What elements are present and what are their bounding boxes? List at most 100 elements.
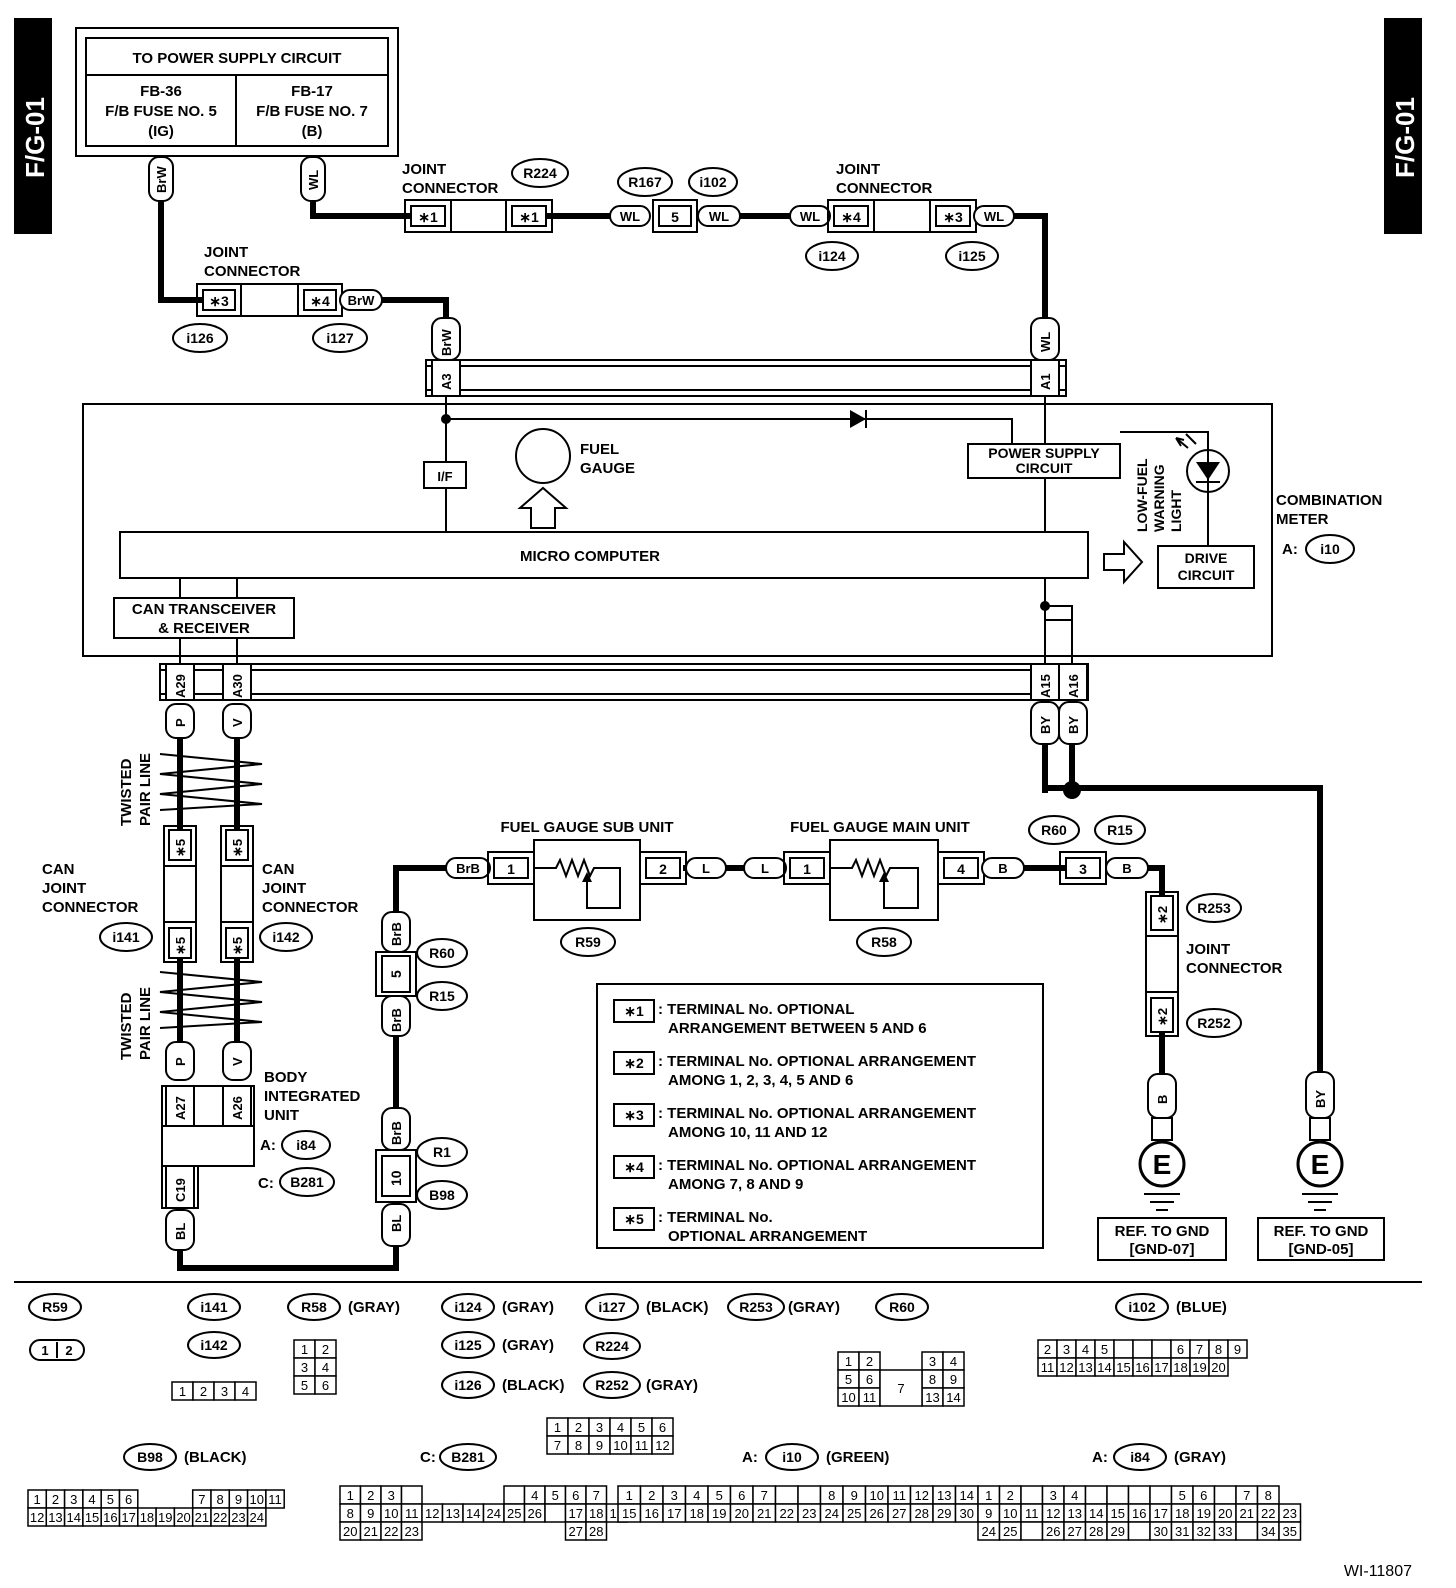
svg-text:3: 3 bbox=[1063, 1342, 1070, 1357]
svg-text:22: 22 bbox=[780, 1506, 794, 1521]
svg-text:∗3: ∗3 bbox=[209, 293, 229, 309]
svg-text:∗5: ∗5 bbox=[230, 937, 245, 955]
svg-text:∗5: ∗5 bbox=[173, 839, 188, 857]
svg-text:∗3: ∗3 bbox=[624, 1107, 644, 1123]
svg-text:11: 11 bbox=[268, 1492, 282, 1507]
svg-text:10: 10 bbox=[384, 1506, 398, 1521]
svg-text:∗2: ∗2 bbox=[624, 1055, 644, 1071]
svg-text:C:: C: bbox=[420, 1449, 436, 1466]
svg-text:: TERMINAL No. OPTIONAL ARRANG: : TERMINAL No. OPTIONAL ARRANGEMENT bbox=[658, 1105, 976, 1122]
svg-text:R224: R224 bbox=[595, 1338, 629, 1354]
svg-text:19: 19 bbox=[1192, 1360, 1206, 1375]
svg-text:R252: R252 bbox=[1197, 1015, 1231, 1031]
joint-connector-r253-r252: ∗2 ∗2 R253 JOINT CONNECTOR R252 bbox=[1145, 891, 1283, 1038]
svg-text:V: V bbox=[230, 1057, 245, 1066]
svg-text:WL: WL bbox=[306, 170, 321, 190]
svg-text:BY: BY bbox=[1313, 1090, 1328, 1108]
svg-text:17: 17 bbox=[1154, 1506, 1168, 1521]
joint-connector-i124-i125: JOINT CONNECTOR WL ∗4 ∗3 WL bbox=[789, 161, 1015, 233]
svg-text:WL: WL bbox=[1038, 332, 1053, 352]
svg-text:JOINT: JOINT bbox=[42, 880, 86, 897]
svg-text:4: 4 bbox=[322, 1360, 329, 1375]
svg-text:30: 30 bbox=[1154, 1524, 1168, 1539]
svg-text:BL: BL bbox=[173, 1223, 188, 1240]
can-joint-connector-i142: ∗5 ∗5 bbox=[220, 825, 254, 963]
svg-text:i127: i127 bbox=[326, 330, 353, 346]
svg-text:R167: R167 bbox=[628, 174, 662, 190]
fuel-gauge-main-unit: FUEL GAUGE MAIN UNIT L 1 4 B R58 bbox=[743, 819, 1025, 957]
svg-text:32: 32 bbox=[1197, 1524, 1211, 1539]
svg-text:2: 2 bbox=[367, 1488, 374, 1503]
svg-text:15: 15 bbox=[85, 1510, 99, 1525]
svg-text:i102: i102 bbox=[1128, 1299, 1155, 1315]
svg-text:∗1: ∗1 bbox=[418, 209, 438, 225]
svg-text:REF. TO GND: REF. TO GND bbox=[1115, 1223, 1210, 1240]
svg-text:[GND-07]: [GND-07] bbox=[1129, 1241, 1194, 1258]
svg-text:5: 5 bbox=[638, 1420, 645, 1435]
svg-text:2: 2 bbox=[65, 1343, 72, 1358]
svg-text:29: 29 bbox=[1111, 1524, 1125, 1539]
svg-text:9: 9 bbox=[367, 1506, 374, 1521]
svg-text:(BLUE): (BLUE) bbox=[1176, 1299, 1227, 1316]
svg-text:PAIR LINE: PAIR LINE bbox=[137, 753, 154, 826]
svg-text:4: 4 bbox=[1082, 1342, 1089, 1357]
svg-text:(GRAY): (GRAY) bbox=[502, 1337, 554, 1354]
svg-text:A:: A: bbox=[260, 1137, 276, 1154]
svg-text:R224: R224 bbox=[523, 165, 557, 181]
svg-text:35: 35 bbox=[1283, 1524, 1297, 1539]
pins-r60-mid: 7 bbox=[879, 1369, 923, 1407]
svg-text:11: 11 bbox=[635, 1438, 649, 1453]
connector-r167-i102: WL 5 WL bbox=[609, 199, 741, 233]
svg-text:20: 20 bbox=[176, 1510, 190, 1525]
svg-text:4: 4 bbox=[950, 1354, 957, 1369]
svg-text:17: 17 bbox=[667, 1506, 681, 1521]
svg-text:TWISTED: TWISTED bbox=[118, 758, 135, 826]
svg-text:i84: i84 bbox=[296, 1137, 316, 1153]
svg-text:5: 5 bbox=[671, 209, 679, 225]
svg-text:1: 1 bbox=[347, 1488, 354, 1503]
svg-text:JOINT: JOINT bbox=[402, 161, 446, 178]
svg-text:∗1: ∗1 bbox=[624, 1003, 644, 1019]
svg-text:2: 2 bbox=[866, 1354, 873, 1369]
svg-text:3: 3 bbox=[1050, 1488, 1057, 1503]
connector-i124: i124 bbox=[805, 241, 859, 271]
can-joint-label-left: CAN JOINT CONNECTOR i141 bbox=[42, 861, 153, 952]
svg-text:18: 18 bbox=[1173, 1360, 1187, 1375]
svg-text:12: 12 bbox=[30, 1510, 44, 1525]
svg-text:4: 4 bbox=[88, 1492, 95, 1507]
svg-text:A16: A16 bbox=[1066, 674, 1081, 698]
svg-text:24: 24 bbox=[487, 1506, 501, 1521]
svg-text:i125: i125 bbox=[958, 248, 985, 264]
note-5: ∗5 : TERMINAL No.OPTIONAL ARRANGEMENT bbox=[613, 1207, 867, 1245]
svg-text:10: 10 bbox=[841, 1390, 855, 1405]
svg-text:1: 1 bbox=[626, 1488, 633, 1503]
connector-i126: i126 bbox=[172, 323, 228, 353]
svg-text:1: 1 bbox=[301, 1342, 308, 1357]
svg-text:14: 14 bbox=[1089, 1506, 1103, 1521]
legend-i127-r224-r252-r253: i127 (BLACK) R253 (GRAY) R224 R252 (GRAY… bbox=[583, 1293, 840, 1399]
svg-text:21: 21 bbox=[1240, 1506, 1254, 1521]
svg-text:WL: WL bbox=[709, 209, 729, 224]
fuel-gauge-sub-unit: FUEL GAUGE SUB UNIT BrB 1 2 L R59 bbox=[445, 819, 727, 957]
svg-text:6: 6 bbox=[322, 1378, 329, 1393]
svg-text:B: B bbox=[998, 861, 1007, 876]
svg-text:B: B bbox=[1155, 1095, 1170, 1104]
svg-text:i125: i125 bbox=[454, 1337, 481, 1353]
svg-text:19: 19 bbox=[1197, 1506, 1211, 1521]
figure-id: WI-11807 bbox=[1344, 1563, 1412, 1580]
svg-text:13: 13 bbox=[1068, 1506, 1082, 1521]
svg-text:13: 13 bbox=[937, 1488, 951, 1503]
svg-text:34: 34 bbox=[1261, 1524, 1275, 1539]
svg-text:1: 1 bbox=[845, 1354, 852, 1369]
svg-text:∗5: ∗5 bbox=[624, 1211, 644, 1227]
svg-text:5: 5 bbox=[301, 1378, 308, 1393]
svg-text:WARNING: WARNING bbox=[1151, 464, 1167, 532]
svg-text:18: 18 bbox=[589, 1506, 603, 1521]
svg-text:CONNECTOR: CONNECTOR bbox=[836, 180, 933, 197]
svg-text:5: 5 bbox=[845, 1372, 852, 1387]
svg-text:14: 14 bbox=[466, 1506, 480, 1521]
svg-text:9: 9 bbox=[950, 1372, 957, 1387]
svg-text:14: 14 bbox=[67, 1510, 81, 1525]
